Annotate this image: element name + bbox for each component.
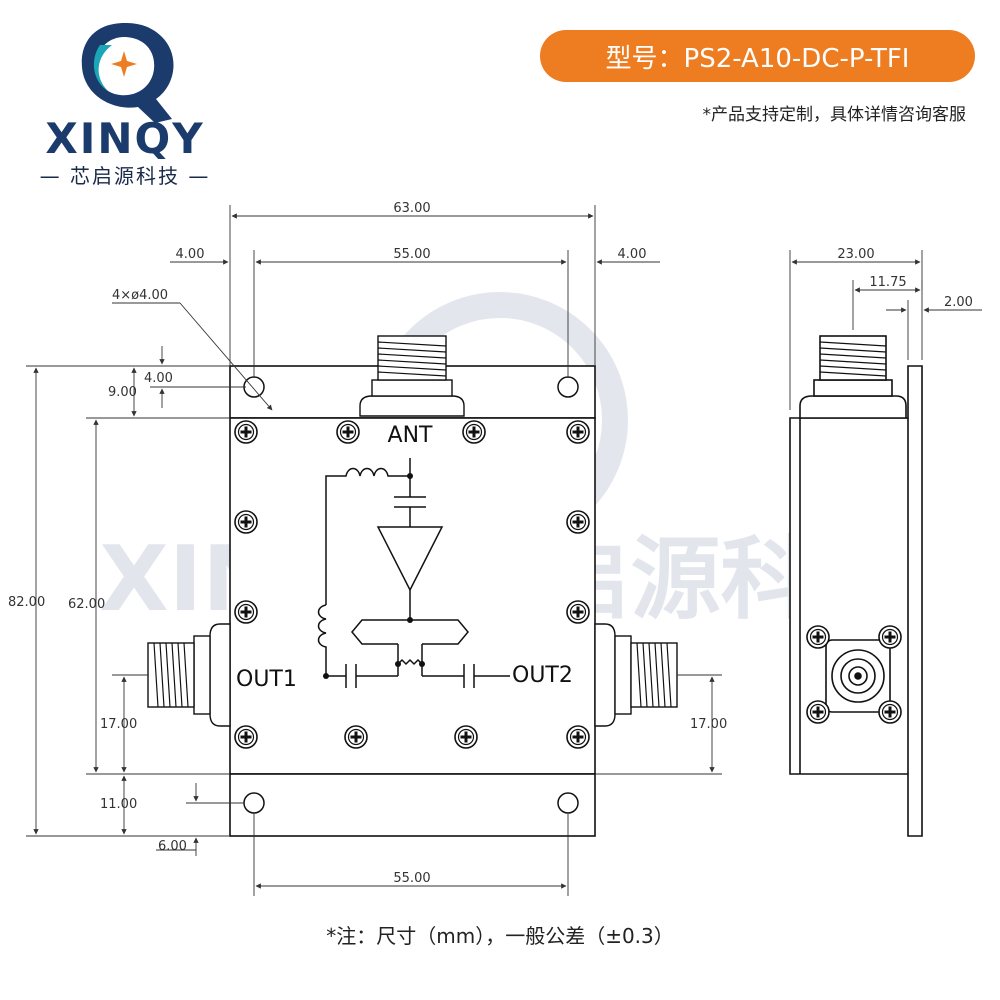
out2-connector: [594, 623, 678, 727]
dim-connector-offset: 11.75: [869, 275, 906, 290]
mechanical-drawing: XINQY 芯启源科技: [8, 201, 982, 896]
model-banner: 型号：PS2-A10-DC-P-TFI: [540, 30, 975, 82]
dim-flange-thickness: 2.00: [944, 295, 973, 310]
amplifier-symbol: [376, 526, 444, 592]
screw-icon: [234, 600, 258, 624]
logo-swirl-outer: [81, 23, 174, 123]
screw-icon: [806, 700, 830, 724]
side-ant-flange: [799, 395, 907, 419]
front-dimension-labels: 63.00 55.00 4.00 4.00 4×ø4.00 4.00 9.00 …: [8, 201, 727, 886]
screw-icon: [462, 420, 486, 444]
bottom-flange: [229, 773, 596, 837]
screw-icon: [566, 510, 590, 534]
dim-body-height: 62.00: [68, 597, 105, 612]
dim-hole-spacing-bottom: 55.00: [393, 871, 430, 886]
screw-icon: [454, 725, 478, 749]
screw-icon: [566, 420, 590, 444]
dim-flange-bottom: 11.00: [100, 797, 137, 812]
side-dimension-labels: 23.00 11.75 2.00: [837, 247, 973, 310]
front-dimensions: [26, 205, 722, 896]
out1-label: OUT1: [236, 667, 297, 692]
dim-edge-left: 4.00: [176, 247, 205, 262]
screw-icon: [234, 510, 258, 534]
dim-edge-right: 4.00: [618, 247, 647, 262]
mounting-hole: [243, 376, 265, 398]
splitter-right-branch: [410, 619, 469, 645]
out2-label: OUT2: [512, 663, 573, 688]
screw-icon: [878, 625, 902, 649]
side-body: [789, 365, 923, 837]
dim-hole-offset-top: 4.00: [144, 371, 173, 386]
screw-icon: [566, 725, 590, 749]
screw-icon: [234, 420, 258, 444]
main-body: [229, 417, 596, 775]
mounting-hole: [557, 792, 579, 814]
screw-icon: [806, 625, 830, 649]
splitter-left-branch: [351, 619, 410, 645]
circuit-schematic: [317, 458, 510, 688]
brand-subtitle: — 芯启源科技 —: [39, 164, 211, 188]
side-view: [789, 335, 923, 837]
dim-port-height-right: 17.00: [690, 717, 727, 732]
dim-depth-total: 23.00: [837, 247, 874, 262]
dim-height-total: 82.00: [8, 595, 45, 610]
dim-hole-spacing-top: 55.00: [393, 247, 430, 262]
ant-label: ANT: [388, 423, 434, 448]
dim-width-total: 63.00: [393, 201, 430, 216]
brand-logo-block: XINQY — 芯启源科技 —: [20, 15, 230, 188]
customization-note: *产品支持定制，具体详情咨询客服: [702, 105, 967, 125]
side-dimensions: [789, 250, 982, 410]
dim-hole-diameter: 4×ø4.00: [112, 288, 168, 303]
logo-wordmark: XINQY: [45, 114, 204, 160]
tolerance-footnote: *注：尺寸（mm），一般公差（±0.3）: [326, 924, 674, 948]
screw-icon: [336, 420, 360, 444]
mounting-hole: [243, 792, 265, 814]
ant-connector: [359, 335, 465, 417]
screw-icon: [234, 725, 258, 749]
screw-icon: [566, 600, 590, 624]
mounting-hole: [557, 376, 579, 398]
out1-connector: [147, 623, 231, 727]
circuit-nodes: [323, 473, 425, 679]
dim-flange-top: 9.00: [108, 385, 137, 400]
screw-icon: [344, 725, 368, 749]
screw-icon: [878, 700, 902, 724]
dim-hole-offset-bottom: 6.00: [158, 839, 187, 854]
logo-swirl-teal: [93, 45, 112, 91]
logo-star: [111, 51, 137, 77]
xinqy-logo: XINQY: [45, 23, 204, 160]
dim-port-height-left: 17.00: [100, 717, 137, 732]
